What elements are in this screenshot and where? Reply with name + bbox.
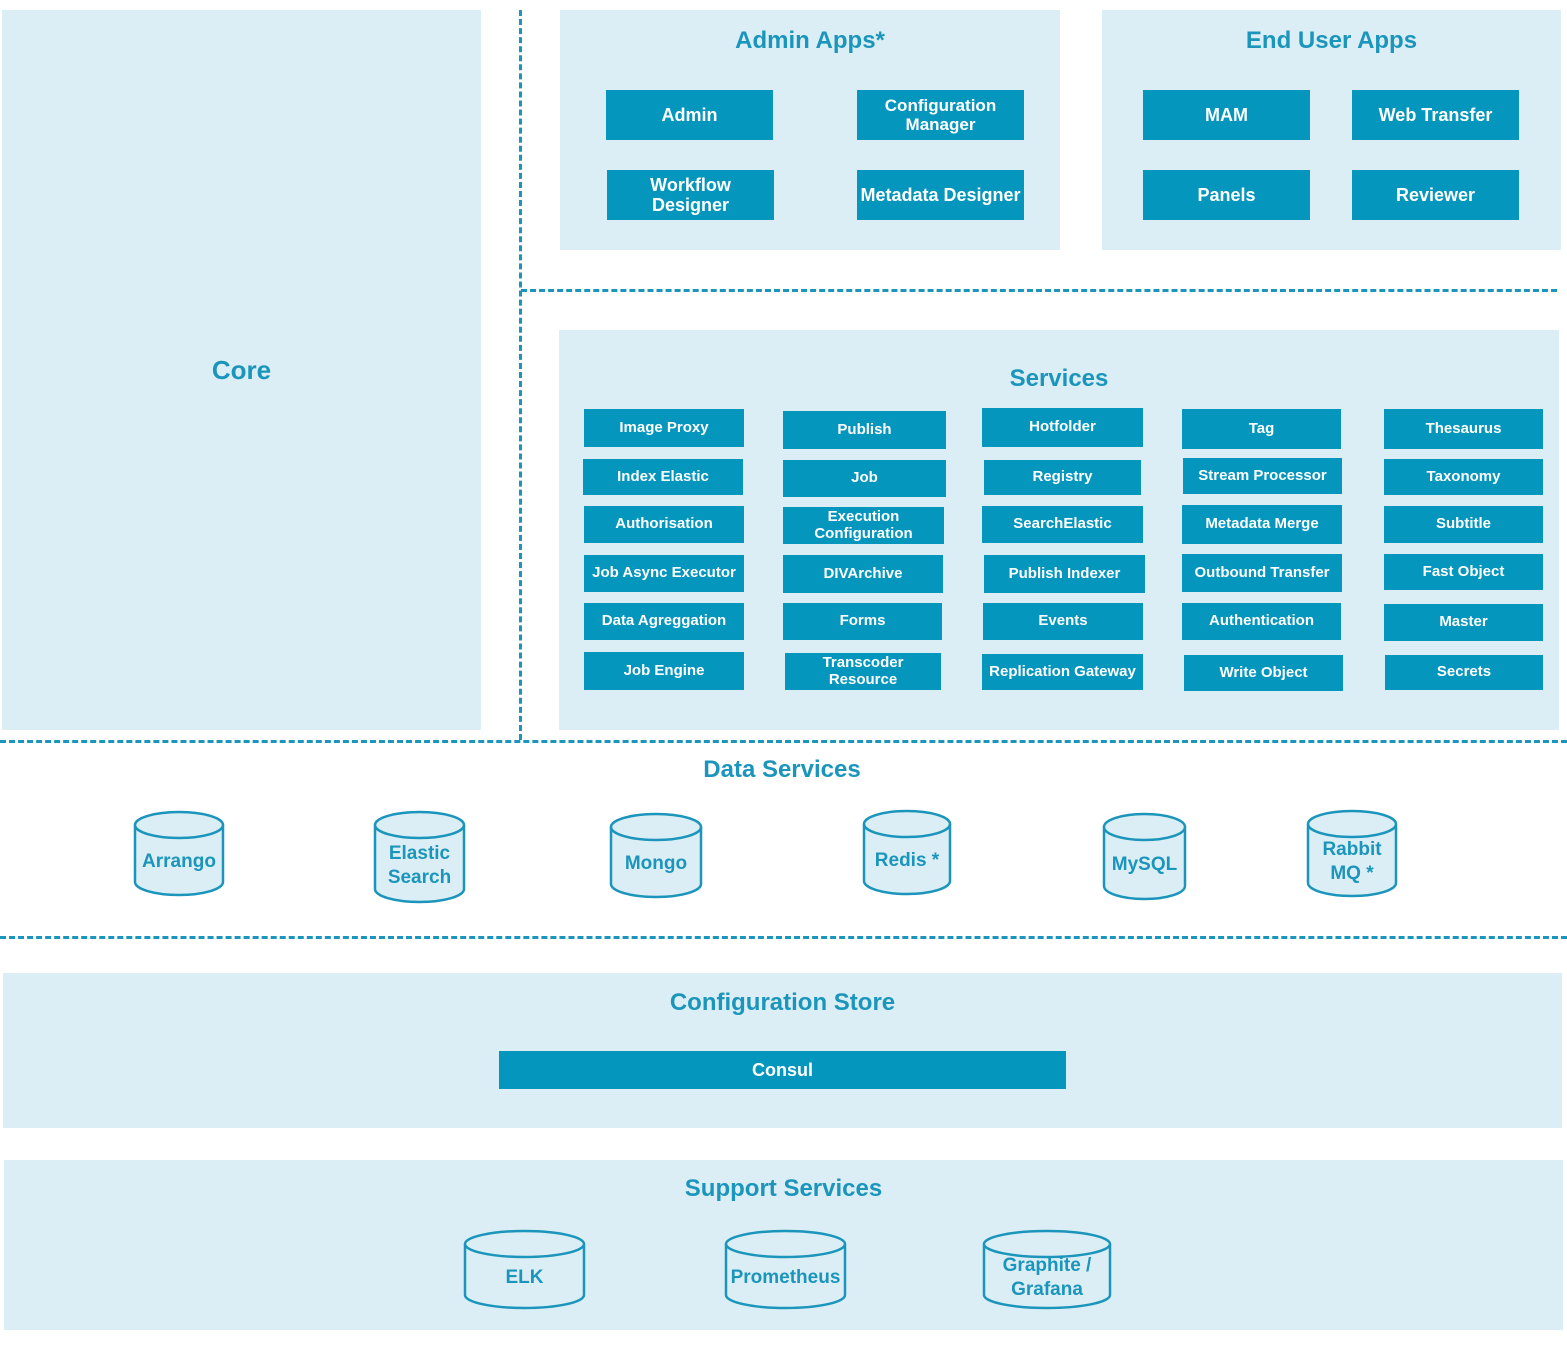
end-user-app-reviewer[interactable]: Reviewer	[1352, 170, 1519, 220]
service-execution-configuration[interactable]: Execution Configuration	[783, 507, 944, 544]
service-outbound-transfer[interactable]: Outbound Transfer	[1182, 554, 1342, 592]
end-user-app-mam[interactable]: MAM	[1143, 90, 1310, 140]
database-mongo-label: Mongo	[624, 853, 688, 875]
service-registry[interactable]: Registry	[984, 460, 1141, 495]
service-searchelastic[interactable]: SearchElastic	[982, 506, 1143, 543]
support-prometheus[interactable]: Prometheus	[724, 1229, 847, 1311]
end-user-app-panels[interactable]: Panels	[1143, 170, 1310, 220]
core-title: Core	[211, 355, 272, 385]
support-graphite-grafana[interactable]: Graphite / Grafana	[982, 1229, 1112, 1311]
service-forms[interactable]: Forms	[783, 603, 942, 640]
database-arrango-label: Arrango	[142, 851, 216, 873]
support-prometheus-label: Prometheus	[730, 1267, 841, 1289]
service-tag[interactable]: Tag	[1182, 409, 1341, 449]
admin-apps-title: Admin Apps*	[735, 27, 885, 54]
cylinder-icon	[724, 1229, 847, 1310]
service-job-async-executor[interactable]: Job Async Executor	[584, 555, 744, 592]
service-fast-object[interactable]: Fast Object	[1384, 554, 1543, 590]
database-elastic-search-label: Elastic Search	[387, 842, 452, 888]
service-secrets[interactable]: Secrets	[1385, 655, 1543, 690]
end-user-app-web-transfer[interactable]: Web Transfer	[1352, 90, 1519, 140]
cylinder-icon	[463, 1229, 586, 1310]
admin-app-workflow-designer[interactable]: Workflow Designer	[607, 170, 774, 220]
configuration-store-panel	[3, 973, 1562, 1128]
cylinder-icon	[133, 810, 225, 897]
cylinder-icon	[1102, 812, 1187, 901]
database-rabbitmq-label: Rabbit MQ *	[1322, 839, 1382, 884]
database-rabbitmq[interactable]: Rabbit MQ *	[1306, 809, 1398, 899]
service-metadata-merge[interactable]: Metadata Merge	[1182, 505, 1342, 544]
service-data-agreggation[interactable]: Data Agreggation	[584, 603, 744, 640]
data-services-top-separator	[0, 740, 1567, 743]
core-panel	[2, 10, 481, 730]
data-services-bottom-separator	[0, 936, 1567, 939]
service-publish-indexer[interactable]: Publish Indexer	[984, 555, 1145, 593]
service-job[interactable]: Job	[783, 460, 946, 497]
end-user-apps-title: End User Apps	[1245, 27, 1418, 54]
service-events[interactable]: Events	[983, 603, 1143, 640]
service-image-proxy[interactable]: Image Proxy	[584, 409, 744, 447]
service-publish[interactable]: Publish	[783, 411, 946, 449]
cylinder-icon	[1306, 809, 1398, 898]
apps-services-separator	[521, 289, 1557, 292]
support-graphite-grafana-label: Graphite / Grafana	[1002, 1255, 1092, 1300]
services-title: Services	[1009, 365, 1109, 392]
cylinder-icon	[862, 809, 952, 896]
service-job-engine[interactable]: Job Engine	[584, 652, 744, 690]
service-write-object[interactable]: Write Object	[1184, 655, 1343, 691]
service-replication-gateway[interactable]: Replication Gateway	[982, 654, 1143, 690]
cylinder-icon	[373, 810, 466, 904]
service-subtitle[interactable]: Subtitle	[1384, 506, 1543, 543]
service-divarchive[interactable]: DIVArchive	[783, 555, 943, 593]
service-hotfolder[interactable]: Hotfolder	[982, 408, 1143, 447]
database-mysql[interactable]: MySQL	[1102, 812, 1187, 902]
cylinder-icon	[609, 812, 703, 899]
support-elk[interactable]: ELK	[463, 1229, 586, 1311]
database-mysql-label: MySQL	[1111, 854, 1178, 876]
database-mongo[interactable]: Mongo	[609, 812, 703, 900]
configuration-store-consul[interactable]: Consul	[499, 1051, 1066, 1089]
service-taxonomy[interactable]: Taxonomy	[1384, 459, 1543, 495]
service-master[interactable]: Master	[1384, 604, 1543, 641]
support-elk-label: ELK	[505, 1267, 544, 1289]
database-redis[interactable]: Redis *	[862, 809, 952, 897]
data-services-title: Data Services	[703, 756, 861, 783]
database-elastic-search[interactable]: Elastic Search	[373, 810, 466, 905]
service-transcoder-resource[interactable]: Transcoder Resource	[785, 653, 941, 690]
service-index-elastic[interactable]: Index Elastic	[583, 459, 743, 495]
database-redis-label: Redis *	[874, 850, 940, 872]
service-authentication[interactable]: Authentication	[1182, 603, 1341, 640]
database-arrango[interactable]: Arrango	[133, 810, 225, 898]
service-authorisation[interactable]: Authorisation	[584, 506, 744, 543]
service-stream-processor[interactable]: Stream Processor	[1183, 458, 1342, 494]
core-separator	[519, 10, 522, 740]
admin-app-metadata-designer[interactable]: Metadata Designer	[857, 170, 1024, 220]
configuration-store-title: Configuration Store	[669, 989, 896, 1016]
support-services-title: Support Services	[684, 1175, 883, 1202]
service-thesaurus[interactable]: Thesaurus	[1384, 409, 1543, 449]
admin-app-configuration-manager[interactable]: Configuration Manager	[857, 90, 1024, 140]
admin-app-admin[interactable]: Admin	[606, 90, 773, 140]
cylinder-icon	[982, 1229, 1112, 1310]
